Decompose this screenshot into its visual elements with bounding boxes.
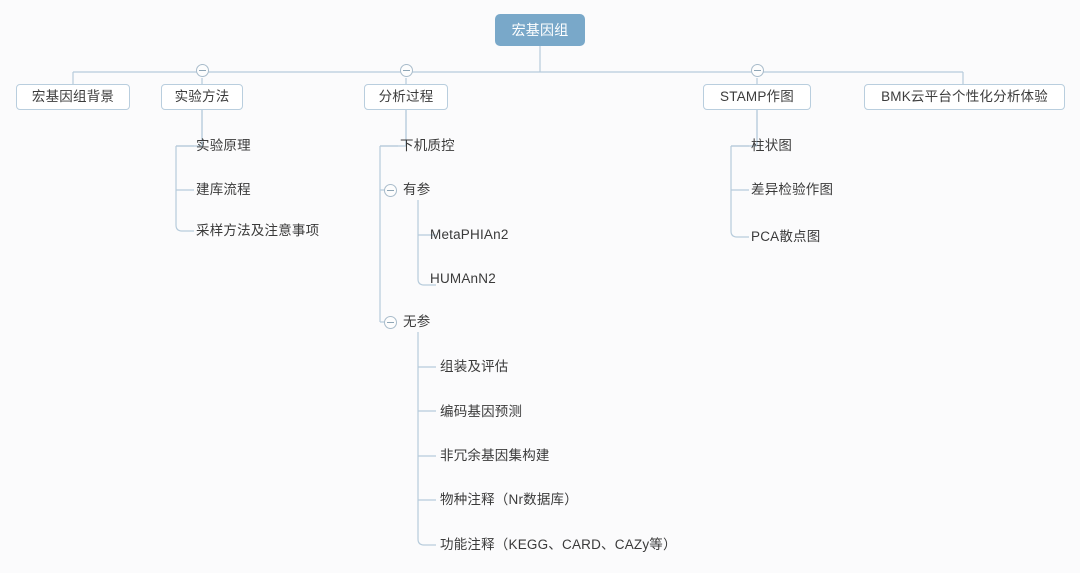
leaf-difference-test-plot[interactable]: 差异检验作图: [751, 182, 834, 197]
leaf-experimental-principle[interactable]: 实验原理: [196, 138, 251, 153]
leaf-with-reference[interactable]: 有参: [403, 182, 431, 197]
node-label: 实验方法: [174, 89, 230, 105]
leaf-sampling-method-notes[interactable]: 采样方法及注意事项: [196, 223, 320, 238]
leaf-humann2[interactable]: HUMAnN2: [430, 271, 496, 286]
leaf-library-construction[interactable]: 建库流程: [196, 182, 251, 197]
node-analysis-process[interactable]: 分析过程: [364, 84, 448, 110]
node-metagenome-background[interactable]: 宏基因组背景: [16, 84, 130, 110]
node-label: 分析过程: [378, 89, 434, 105]
collapse-toggle-icon-experimental-method[interactable]: [196, 64, 209, 77]
node-stamp-plotting[interactable]: STAMP作图: [703, 84, 811, 110]
root-node-metagenome[interactable]: 宏基因组: [495, 14, 585, 46]
leaf-species-annotation[interactable]: 物种注释（Nr数据库）: [440, 492, 578, 507]
leaf-pca-scatter-plot[interactable]: PCA散点图: [751, 229, 821, 244]
node-label: 宏基因组背景: [31, 89, 115, 105]
root-node-label: 宏基因组: [511, 22, 569, 38]
leaf-sequencing-qc[interactable]: 下机质控: [400, 138, 455, 153]
leaf-nonredundant-gene-set[interactable]: 非冗余基因集构建: [440, 448, 550, 463]
node-experimental-method[interactable]: 实验方法: [161, 84, 243, 110]
leaf-bar-chart[interactable]: 柱状图: [751, 138, 793, 153]
node-label: BMK云平台个性化分析体验: [881, 89, 1048, 105]
collapse-toggle-icon-stamp-plotting[interactable]: [751, 64, 764, 77]
collapse-toggle-icon-analysis-process[interactable]: [400, 64, 413, 77]
leaf-coding-gene-prediction[interactable]: 编码基因预测: [440, 404, 523, 419]
node-bmk-cloud-platform[interactable]: BMK云平台个性化分析体验: [864, 84, 1065, 110]
leaf-assembly-evaluation[interactable]: 组装及评估: [440, 359, 509, 374]
leaf-without-reference[interactable]: 无参: [403, 314, 431, 329]
leaf-functional-annotation[interactable]: 功能注释（KEGG、CARD、CAZy等）: [440, 537, 677, 552]
collapse-toggle-icon-without-reference[interactable]: [384, 316, 397, 329]
node-label: STAMP作图: [720, 89, 794, 105]
collapse-toggle-icon-with-reference[interactable]: [384, 184, 397, 197]
leaf-metaphlan2[interactable]: MetaPHIAn2: [430, 227, 509, 242]
